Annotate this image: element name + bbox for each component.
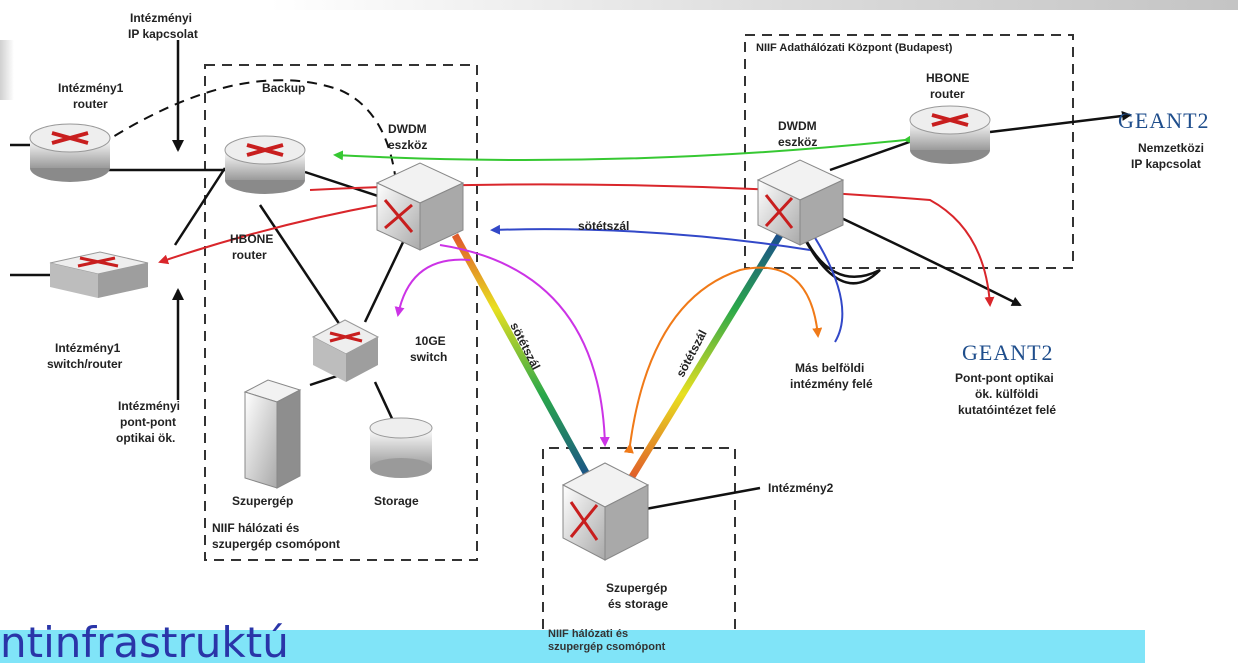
dwdm-icon (375, 162, 465, 251)
geant-logo-top: GEANT2 (1118, 108, 1210, 133)
pontpont-label: kutatóintézet felé (958, 403, 1056, 417)
green-link (333, 134, 914, 161)
niif-node-left-label: NIIF hálózati és (212, 521, 300, 535)
nemzetkozi-label: IP kapcsolat (1131, 157, 1201, 171)
geant-logo-bottom: GEANT2 (962, 340, 1054, 365)
niif-node-left-label: szupergép csomópont (212, 537, 340, 551)
niif-node-bottom-label: NIIF hálózati és szupergép csomópont (548, 628, 665, 654)
intezmenyi-pp-label: optikai ök. (116, 431, 175, 445)
nemzetkozi-label: Nemzetközi (1138, 141, 1204, 155)
intezmeny1-switch-label: Intézmény1 (55, 341, 121, 355)
ip-pointer-arrow (172, 140, 184, 152)
hbone-router-right-label: HBONE (926, 71, 969, 85)
hbone-router-left-label: router (232, 248, 267, 262)
banner-band (0, 630, 1145, 663)
niif-center-label: NIIF Adathálózati Központ (Budapest) (756, 42, 953, 54)
niif-node-bottom-label-line: NIIF hálózati és (548, 628, 629, 640)
backup-label: Backup (262, 81, 305, 95)
backup-link (99, 79, 396, 176)
server-icon (243, 379, 302, 489)
left-decorative-bar (0, 40, 14, 100)
szupergep-storage-label: és storage (608, 597, 668, 611)
dwdm-right-label: DWDM (778, 119, 817, 133)
dark-fibre-left (451, 233, 594, 482)
switch-10ge-label: 10GE (415, 334, 446, 348)
intezmeny1-router-label: Intézmény1 (58, 81, 124, 95)
sotetszal-horizontal-label: sötétszál (578, 219, 629, 233)
intezmenyi-ip-label: Intézményi (130, 11, 192, 25)
pp-pointer-arrow (172, 288, 184, 300)
magenta-link-2 (439, 244, 610, 447)
niif-node-left-box (204, 64, 478, 561)
intezmeny1-router-label: router (73, 97, 108, 111)
dwdm-right-label: eszköz (778, 135, 817, 149)
magenta-link-1 (394, 258, 471, 317)
top-decorative-bar (270, 0, 1238, 10)
router-icon (224, 135, 306, 194)
niif-node-bottom-label-line: szupergép csomópont (548, 641, 666, 653)
intezmenyi-pp-label: pont-pont (120, 415, 176, 429)
intezmenyi-ip-label: IP kapcsolat (128, 27, 198, 41)
dwdm-left-label: DWDM (388, 122, 427, 136)
storage-label: Storage (374, 494, 419, 508)
szupergep-storage-label: Szupergép (606, 581, 667, 595)
hbone-router-left-label: HBONE (230, 232, 273, 246)
orange-link (623, 266, 823, 454)
dwdm-icon (561, 462, 650, 561)
dwdm-icon (756, 159, 845, 246)
pontpont-label: ök. külföldi (975, 387, 1038, 401)
mas-belfoldi-label: intézmény felé (790, 377, 873, 391)
mas-belfoldi-label: Más belföldi (795, 361, 864, 375)
switch-10ge-label: switch (410, 350, 447, 364)
router-icon (909, 105, 991, 164)
router-icon (29, 123, 111, 182)
switch-icon (311, 319, 380, 382)
switch-icon (49, 251, 149, 298)
banner-text: ntinfrastruktú (0, 618, 289, 667)
intezmenyi-pp-label: Intézményi (118, 399, 180, 413)
pontpont-label: Pont-pont optikai (955, 371, 1054, 385)
hbone-router-right-label: router (930, 87, 965, 101)
intezmeny1-switch-label: switch/router (47, 357, 123, 371)
dwdm-left-label: eszköz (388, 138, 427, 152)
intezmeny2-label: Intézmény2 (768, 481, 834, 495)
szupergep-label: Szupergép (232, 494, 293, 508)
storage-icon (369, 417, 433, 478)
